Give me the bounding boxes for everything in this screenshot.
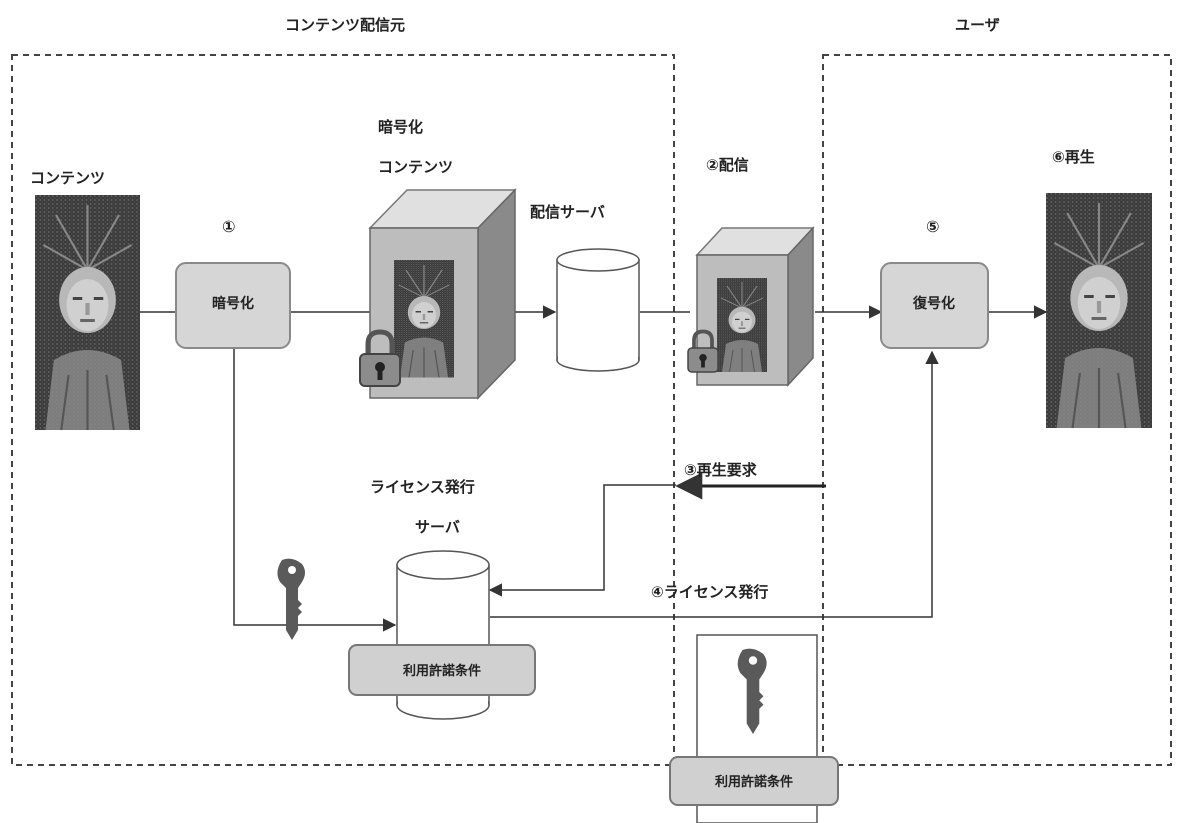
encrypt-box-label: 暗号化	[212, 295, 254, 312]
license-path	[490, 350, 939, 618]
request-path	[488, 484, 676, 597]
connectors	[140, 305, 1048, 632]
usage-terms-ticket-label: 利用許諾条件	[715, 774, 793, 790]
encrypted-content-cube	[360, 188, 517, 400]
content-image	[33, 193, 142, 432]
user-region	[822, 54, 1172, 766]
encrypt-box	[175, 262, 291, 349]
step1-label: ①	[222, 217, 236, 236]
distribution-server-label: 配信サーバ	[530, 203, 605, 221]
step5-label: ⑤	[926, 217, 940, 236]
license-server-label-2: サーバ	[415, 518, 460, 536]
decrypt-box	[880, 262, 989, 349]
step4-label: ④ライセンス発行	[651, 583, 768, 601]
playback-image	[1044, 191, 1154, 430]
key-path	[233, 347, 397, 632]
license-server-label-1: ライセンス発行	[370, 478, 475, 496]
encrypted-content-label-1: 暗号化	[378, 118, 423, 136]
key-icon	[277, 558, 305, 640]
usage-terms-ticket-box	[669, 756, 839, 806]
license-ticket: 利用許諾条件	[669, 634, 839, 823]
step6-label: ⑥再生	[1052, 148, 1095, 166]
step3-label: ③再生要求	[684, 461, 758, 479]
usage-terms-box	[348, 644, 536, 696]
provider-region	[11, 54, 675, 766]
user-region-title: ユーザ	[955, 16, 1000, 34]
delivered-content-cube	[686, 226, 815, 387]
usage-terms-label: 利用許諾条件	[403, 663, 481, 679]
decrypt-box-label: 復号化	[912, 295, 955, 312]
encrypted-content-label-2: コンテンツ	[378, 158, 453, 176]
step2-label: ②配信	[706, 156, 749, 174]
content-label: コンテンツ	[30, 169, 105, 187]
provider-region-title: コンテンツ配信元	[285, 16, 405, 34]
distribution-server	[556, 248, 640, 372]
